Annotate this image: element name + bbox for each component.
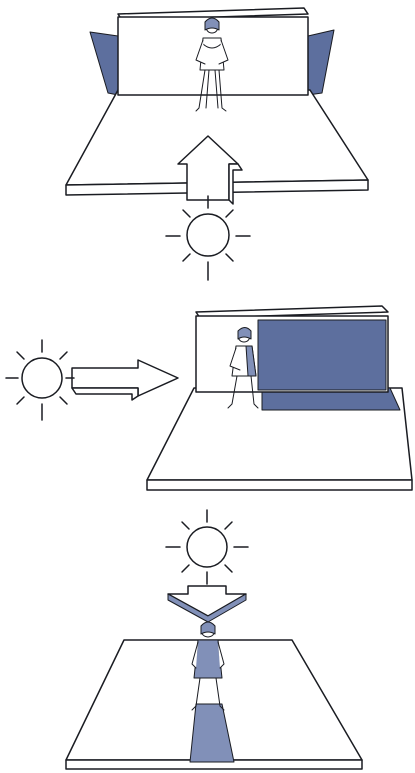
backdrop-wall-2 (196, 306, 388, 392)
wall-shadow-2 (258, 320, 386, 390)
sun-icon-3 (166, 510, 248, 584)
sun-icon-2 (6, 340, 74, 420)
wall-shadow-left (90, 32, 118, 95)
panel-side-light (6, 306, 412, 490)
wall-shadow-right (308, 30, 334, 95)
panel-top-light (66, 510, 362, 769)
panel-front-light (66, 8, 368, 280)
sun-icon-1 (166, 196, 250, 280)
light-arrow-right-edge (72, 388, 138, 400)
